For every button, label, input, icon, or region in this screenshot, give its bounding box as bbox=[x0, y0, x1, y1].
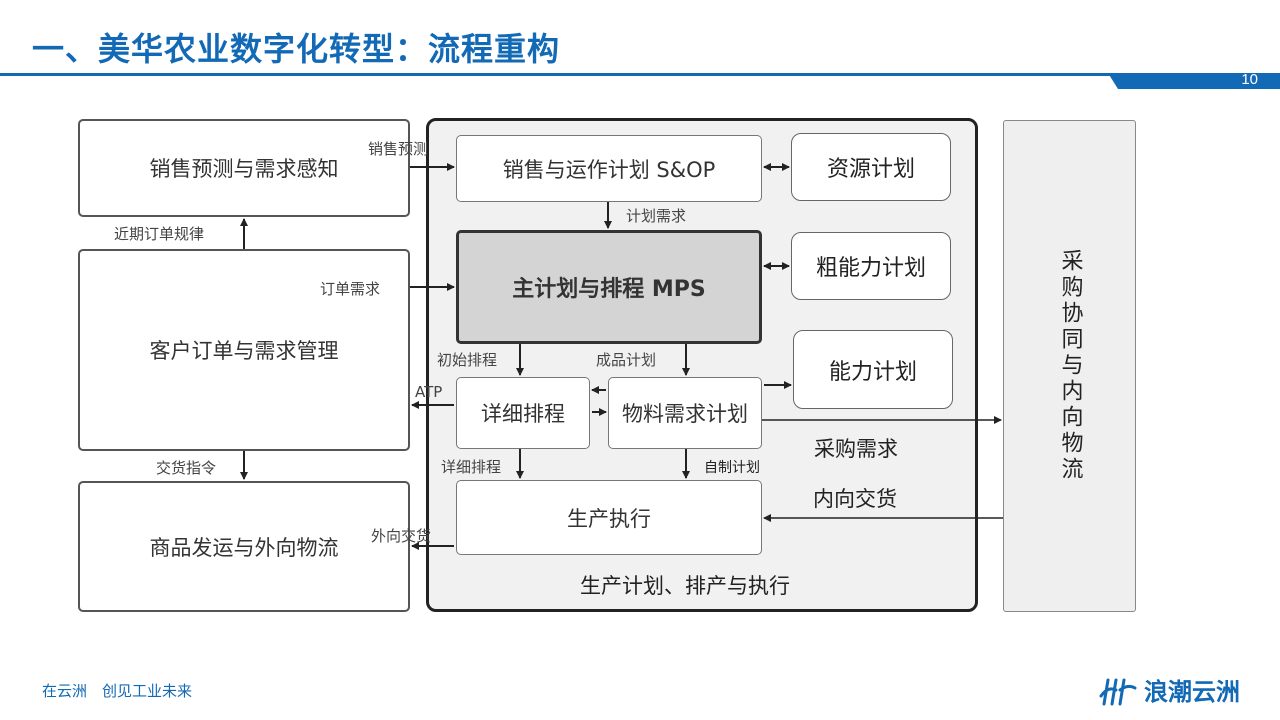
procurement-box: 采购协同与内向物流 bbox=[1003, 120, 1136, 612]
label-inbound-delivery: 内向交货 bbox=[813, 487, 897, 511]
slide-title: 一、美华农业数字化转型：流程重构 bbox=[32, 30, 561, 68]
label-plan-demand: 计划需求 bbox=[626, 207, 687, 225]
shipping-box: 商品发运与外向物流 bbox=[78, 481, 410, 612]
resource-plan-box-label: 资源计划 bbox=[826, 157, 915, 182]
order-management-box-label: 客户订单与需求管理 bbox=[149, 339, 339, 363]
footer-slogan: 在云洲 创见工业未来 bbox=[42, 682, 193, 700]
panel-caption: 生产计划、排产与执行 bbox=[580, 574, 790, 598]
resource-plan-box: 资源计划 bbox=[791, 133, 951, 201]
label-self-made-plan: 自制计划 bbox=[704, 460, 760, 476]
forecast-box-label: 销售预测与需求感知 bbox=[149, 157, 339, 181]
forecast-box: 销售预测与需求感知 bbox=[78, 119, 410, 217]
page-number-tab bbox=[1108, 73, 1280, 89]
shipping-box-label: 商品发运与外向物流 bbox=[149, 535, 339, 560]
mrp-box-label: 物料需求计划 bbox=[622, 402, 748, 426]
label-atp: ATP bbox=[415, 383, 443, 401]
mps-box: 主计划与排程 MPS bbox=[456, 230, 762, 344]
sop-box-label: 销售与运作计划 S&OP bbox=[502, 157, 716, 182]
procurement-box-label: 采购协同与内向物流 bbox=[1057, 249, 1083, 483]
sop-box: 销售与运作计划 S&OP bbox=[456, 135, 762, 202]
label-initial-schedule: 初始排程 bbox=[437, 351, 498, 369]
page-number: 10 bbox=[1241, 71, 1258, 88]
capacity-plan-box-label: 能力计划 bbox=[828, 359, 917, 385]
mrp-box: 物料需求计划 bbox=[608, 377, 762, 449]
mps-box-label: 主计划与排程 MPS bbox=[512, 277, 706, 302]
production-execution-box: 生产执行 bbox=[456, 480, 762, 555]
brand-logo-text: 浪潮云洲 bbox=[1144, 678, 1240, 706]
capacity-plan-box: 能力计划 bbox=[793, 330, 953, 409]
brand-logo-icon bbox=[1099, 678, 1137, 705]
label-sales-forecast: 销售预测 bbox=[368, 140, 429, 158]
order-management-box: 客户订单与需求管理 bbox=[78, 249, 410, 451]
production-execution-box-label: 生产执行 bbox=[567, 506, 651, 531]
label-finished-plan: 成品计划 bbox=[596, 351, 657, 369]
label-outbound-delivery: 外向交货 bbox=[371, 527, 432, 545]
brand-logo: 浪潮云洲 bbox=[1098, 672, 1240, 707]
rough-capacity-plan-box: 粗能力计划 bbox=[791, 232, 951, 300]
label-recent-order-pattern: 近期订单规律 bbox=[114, 225, 205, 243]
detailed-schedule-box-label: 详细排程 bbox=[481, 402, 565, 426]
detailed-schedule-box: 详细排程 bbox=[456, 377, 590, 449]
title-divider bbox=[0, 73, 1280, 76]
rough-capacity-plan-box-label: 粗能力计划 bbox=[815, 256, 926, 281]
label-delivery-instruction: 交货指令 bbox=[156, 459, 217, 477]
label-purchase-demand: 采购需求 bbox=[814, 437, 898, 461]
label-detailed-schedule: 详细排程 bbox=[441, 458, 502, 476]
label-order-demand: 订单需求 bbox=[320, 280, 381, 298]
